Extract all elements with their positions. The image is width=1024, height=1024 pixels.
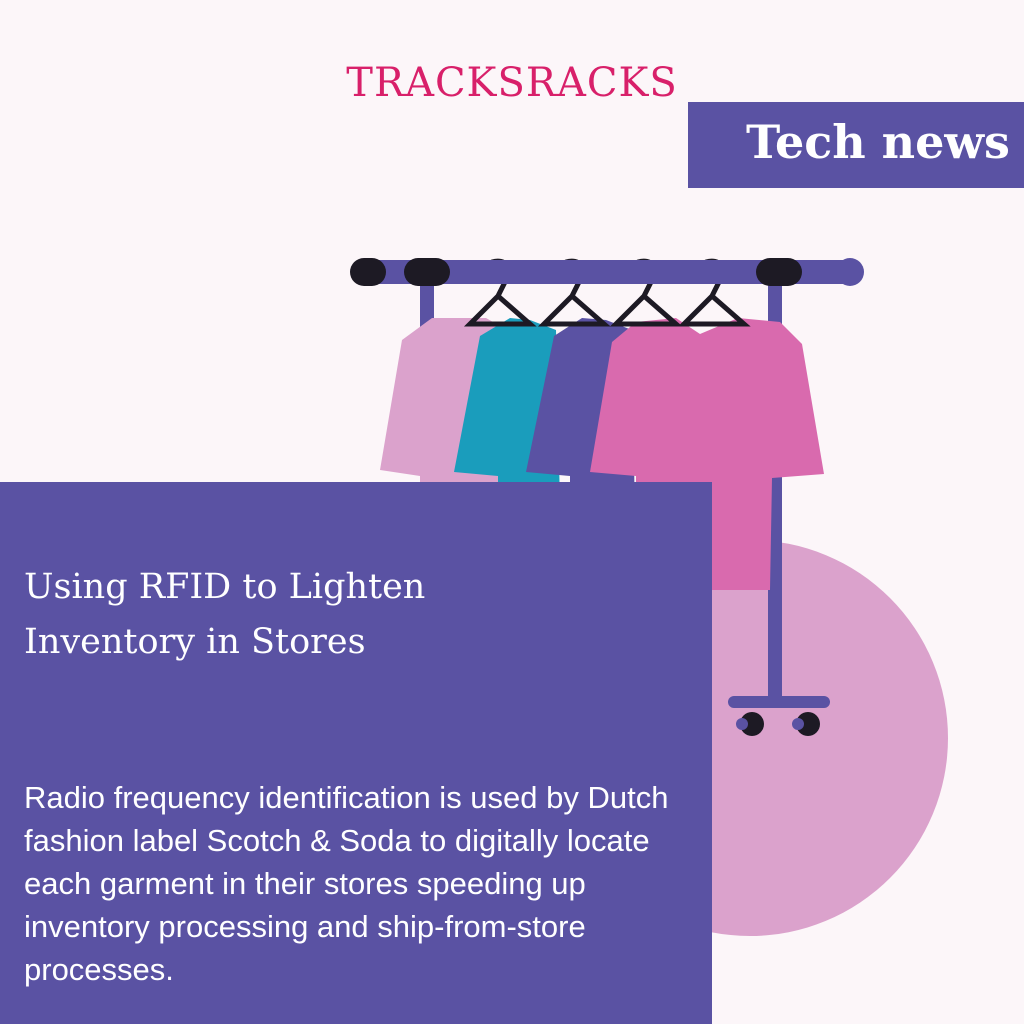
article-body: Radio frequency identification is used b… <box>24 780 669 987</box>
rack-right-end-cap <box>836 258 864 286</box>
tech-news-badge: Tech news <box>688 102 1024 188</box>
article-headline: Using RFID to Lighten Inventory in Store… <box>24 567 426 662</box>
brand-logo-text: TRACKSRACKS <box>346 60 678 106</box>
tech-news-label: Tech news <box>746 115 1010 169</box>
rack-right-base <box>728 696 830 708</box>
article-panel <box>0 482 712 1024</box>
brand-logo: TRACKSRACKS <box>0 60 1024 106</box>
rack-top-bar <box>352 260 862 284</box>
rack-left-end-cap <box>350 258 386 286</box>
rack-left-joint <box>404 258 450 286</box>
rack-right-joint <box>756 258 802 286</box>
